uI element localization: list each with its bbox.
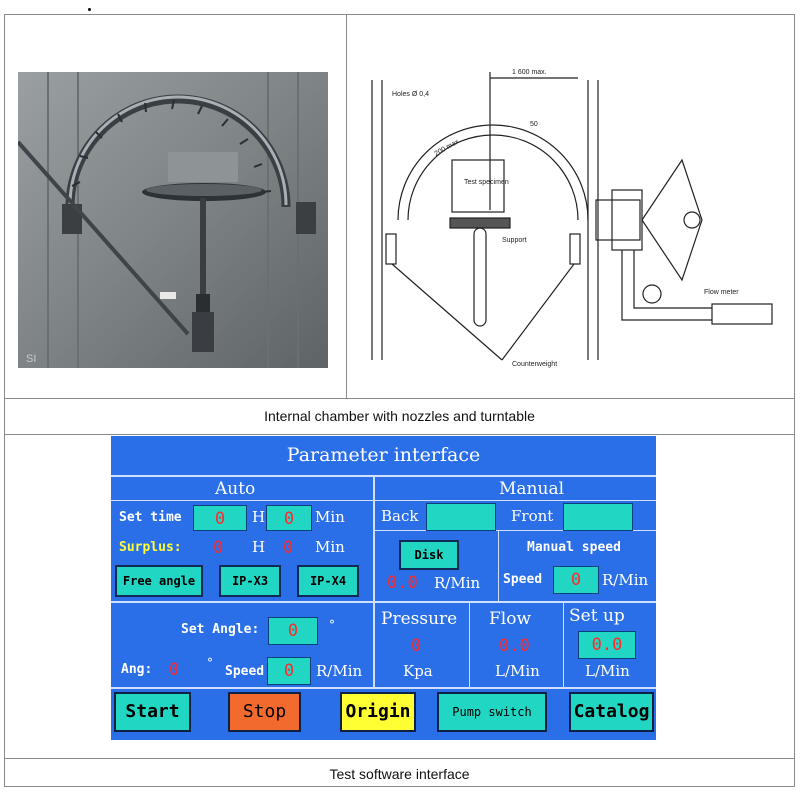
hours-unit: H — [252, 508, 266, 526]
chamber-photo: SI — [18, 72, 328, 368]
catalog-button[interactable]: Catalog — [569, 692, 654, 732]
row-divider-2 — [4, 434, 795, 435]
set-time-label: Set time — [119, 510, 182, 525]
free-angle-button[interactable]: Free angle — [115, 565, 203, 597]
angle-speed-label: Speed — [225, 664, 265, 679]
surplus-hours-value: 0 — [213, 538, 224, 558]
parameter-interface-panel: Parameter interface Auto Manual Set time… — [111, 436, 656, 740]
column-divider — [346, 14, 347, 398]
origin-button[interactable]: Origin — [340, 692, 416, 732]
set-minutes-field[interactable]: 0 — [266, 505, 312, 531]
diagram-label-flow-meter: Flow meter — [704, 289, 739, 296]
panel-title: Parameter interface — [286, 444, 481, 466]
ipx4-button[interactable]: IP-X4 — [297, 565, 359, 597]
divider — [373, 530, 656, 531]
ang-unit: ° — [207, 656, 213, 670]
angle-speed-unit: R/Min — [316, 662, 363, 680]
diagram-label-support: Support — [502, 237, 527, 244]
divider — [373, 477, 375, 687]
auto-header: Auto — [215, 479, 256, 499]
divider — [563, 603, 564, 687]
divider — [111, 500, 656, 501]
set-hours-field[interactable]: 0 — [193, 505, 247, 531]
stray-dot — [88, 8, 91, 11]
row-divider-1 — [4, 398, 795, 399]
diagram-label-radius: 200 max. — [434, 137, 462, 157]
surplus-minutes-unit: Min — [315, 538, 345, 556]
front-label: Front — [511, 507, 554, 525]
disk-speed-unit: R/Min — [434, 574, 481, 592]
disk-speed-value: 0.0 — [387, 573, 418, 593]
set-angle-unit: ° — [329, 618, 335, 632]
row-divider-3 — [4, 758, 795, 759]
divider — [469, 603, 470, 687]
back-label: Back — [381, 507, 419, 525]
divider — [111, 475, 656, 477]
stop-button[interactable]: Stop — [228, 692, 301, 732]
diagram-label-counterweight: Counterweight — [512, 361, 557, 368]
diagram-label-max-width: 1 600 max. — [512, 69, 547, 76]
surplus-minutes-value: 0 — [283, 538, 294, 558]
manual-header: Manual — [499, 479, 565, 499]
surplus-hours-unit: H — [252, 538, 266, 556]
back-field[interactable] — [426, 503, 496, 531]
caption-software: Test software interface — [329, 766, 470, 782]
manual-speed-field[interactable]: 0 — [553, 566, 599, 594]
set-angle-field[interactable]: 0 — [268, 617, 318, 645]
set-angle-label: Set Angle: — [181, 622, 260, 637]
chamber-diagram: Holes Ø 0,4 1 600 max. 200 max. 50 Test … — [371, 69, 773, 368]
front-field[interactable] — [563, 503, 633, 531]
pump-switch-button[interactable]: Pump switch — [437, 692, 547, 732]
pressure-label: Pressure — [381, 609, 458, 629]
divider — [498, 531, 499, 601]
angle-speed-field[interactable]: 0 — [267, 657, 311, 685]
pressure-unit: Kpa — [403, 662, 433, 680]
ipx3-button[interactable]: IP-X3 — [219, 565, 281, 597]
surplus-label: Surplus: — [119, 540, 182, 555]
svg-text:SI: SI — [26, 353, 36, 365]
ang-label: Ang: — [121, 662, 153, 677]
diagram-label-angle: 50 — [530, 121, 538, 128]
pressure-value: 0 — [411, 636, 422, 656]
setup-unit: L/Min — [585, 662, 630, 680]
divider — [111, 687, 656, 689]
minutes-unit: Min — [315, 508, 345, 526]
setup-label: Set up — [569, 606, 625, 626]
figure-frame — [4, 14, 795, 787]
flow-label: Flow — [489, 609, 532, 629]
flow-value: 0.0 — [499, 636, 530, 656]
manual-speed-field-label: Speed — [503, 572, 543, 587]
manual-speed-label: Manual speed — [527, 540, 621, 555]
disk-button[interactable]: Disk — [399, 540, 459, 570]
manual-speed-unit: R/Min — [602, 571, 649, 589]
divider — [111, 601, 656, 603]
caption-chamber: Internal chamber with nozzles and turnta… — [264, 408, 535, 424]
ang-value: 0 — [169, 660, 180, 680]
flow-unit: L/Min — [495, 662, 540, 680]
diagram-label-holes: Holes Ø 0,4 — [392, 91, 429, 98]
diagram-label-specimen: Test specimen — [464, 179, 509, 186]
setup-flow-field[interactable]: 0.0 — [578, 631, 636, 659]
start-button[interactable]: Start — [114, 692, 191, 732]
